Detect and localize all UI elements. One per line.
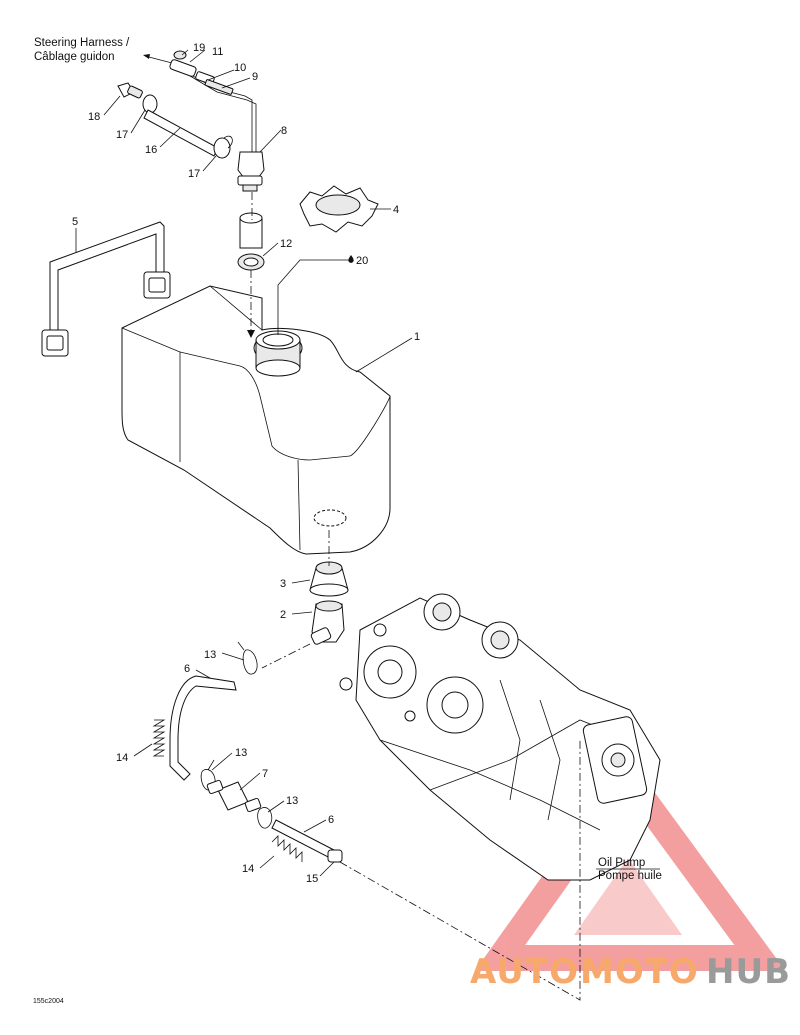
- callout-14a: 14: [116, 752, 128, 764]
- arrow-head-icon: [143, 54, 150, 59]
- engine-block: [339, 593, 661, 881]
- tank-strap: [41, 221, 171, 357]
- callout-13a: 13: [204, 649, 216, 661]
- outlet-fittings: [309, 561, 349, 645]
- callout-18: 18: [88, 111, 100, 123]
- oil-level-sensor-assembly: [169, 50, 265, 192]
- callout-numbers: 19 11 10 9 18 17 16 17 8 4 5 12 20 1 3 2…: [72, 42, 420, 885]
- vent-hose-assembly: [117, 82, 233, 159]
- oil-pump-note-fr: Pompe huile: [598, 870, 662, 882]
- steering-harness-note-en: Steering Harness /: [34, 37, 130, 49]
- watermark-logo: AUTO MOTO HUB: [470, 952, 791, 992]
- callout-5: 5: [72, 216, 78, 228]
- callout-3: 3: [280, 578, 286, 590]
- callout-6a: 6: [184, 663, 190, 675]
- steering-harness-note-fr: Câblage guidon: [34, 51, 115, 63]
- leader-lines: [75, 49, 413, 877]
- tank-cap: [299, 185, 379, 233]
- callout-13b: 13: [235, 747, 247, 759]
- callout-8: 8: [281, 125, 287, 137]
- callout-1: 1: [414, 331, 420, 343]
- oil-tank: [121, 285, 391, 555]
- watermark-moto: MOTO: [580, 952, 699, 992]
- callout-14b: 14: [242, 863, 254, 875]
- flow-line-elbow: [261, 643, 311, 669]
- callout-16: 16: [145, 144, 157, 156]
- callout-11: 11: [212, 46, 223, 58]
- drawing-code: 155c2004: [33, 998, 64, 1005]
- callout-17a: 17: [116, 129, 128, 141]
- lubricant-drop-icon: [348, 255, 354, 263]
- callout-6b: 6: [328, 814, 334, 826]
- callout-4: 4: [393, 204, 399, 216]
- feed-line-assembly: [152, 641, 343, 863]
- callout-15: 15: [306, 873, 318, 885]
- steering-harness-arrow: [144, 55, 173, 64]
- watermark-hub: HUB: [706, 952, 791, 992]
- callout-10: 10: [234, 62, 246, 74]
- oil-pump-note-en: Oil Pump: [598, 857, 645, 869]
- callout-9: 9: [252, 71, 258, 83]
- callout-2: 2: [280, 609, 286, 621]
- tank-grommet: [237, 212, 265, 271]
- arrow-head-icon: [247, 330, 255, 338]
- callout-13c: 13: [286, 795, 298, 807]
- callout-7: 7: [262, 768, 268, 780]
- watermark-auto: AUTO: [470, 952, 579, 992]
- callout-20: 20: [356, 255, 368, 267]
- callout-12: 12: [280, 238, 292, 250]
- flow-line-pump: [339, 740, 581, 1001]
- callout-17b: 17: [188, 168, 200, 180]
- callout-19: 19: [193, 42, 205, 54]
